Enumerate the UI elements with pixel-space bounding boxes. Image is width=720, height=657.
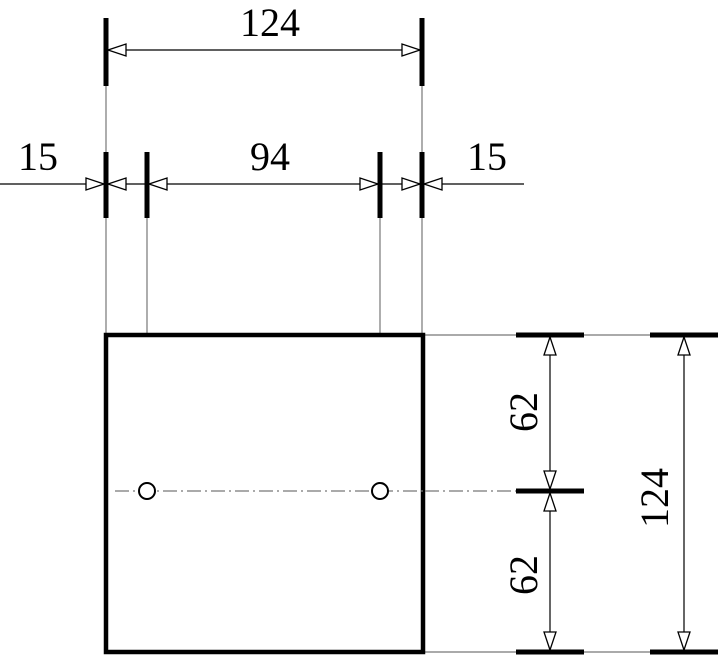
dim-label-overall-height: 124	[632, 468, 677, 528]
dim-label-overall-width: 124	[240, 0, 300, 45]
arrow-head	[401, 177, 423, 191]
arrow-head	[543, 470, 557, 492]
arrow-head	[85, 177, 107, 191]
dim-label-upper-half: 62	[501, 392, 546, 432]
arrow-head	[543, 490, 557, 512]
arrow-head	[543, 334, 557, 356]
dim-label-lower-half: 62	[501, 555, 546, 595]
arrow-head	[543, 631, 557, 653]
dim-overall-width: 124	[103, 0, 425, 86]
dim-label-left-offset: 15	[18, 134, 58, 179]
arrow-head	[105, 177, 127, 191]
arrow-head	[105, 43, 127, 57]
dim-half-heights: 62 62	[501, 332, 584, 655]
dim-label-hole-spacing: 94	[250, 134, 290, 179]
arrow-head	[146, 177, 168, 191]
arrow-head	[359, 177, 381, 191]
dim-row-offsets: 15 94 15	[0, 134, 524, 218]
arrow-head	[677, 631, 691, 653]
dim-overall-height: 124	[632, 332, 718, 655]
arrow-head	[421, 177, 443, 191]
plate-outline	[103, 332, 426, 655]
hole-left	[138, 482, 156, 500]
arrow-head	[401, 43, 423, 57]
arrow-head	[677, 334, 691, 356]
dim-label-right-offset: 15	[467, 134, 507, 179]
hole-right	[371, 482, 389, 500]
